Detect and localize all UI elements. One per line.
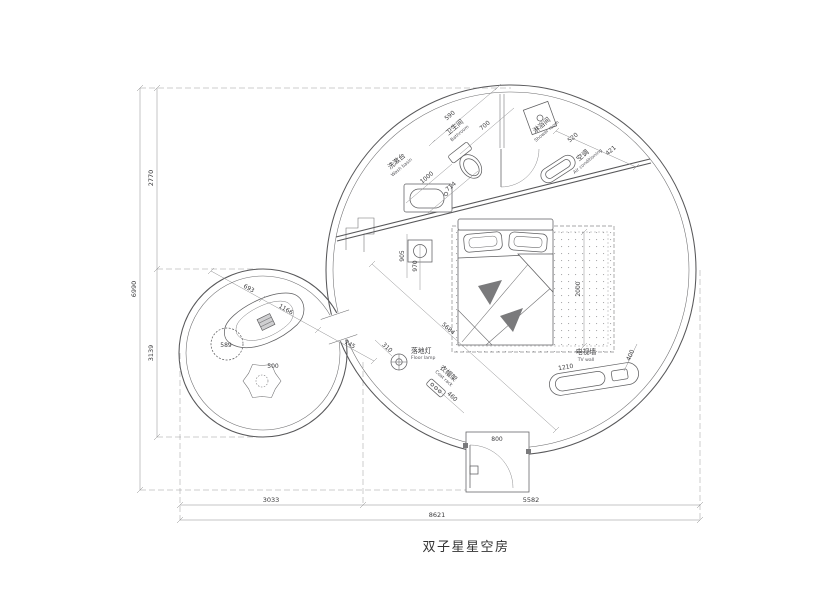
dim-1210: 1210 bbox=[558, 363, 574, 372]
bathtub bbox=[224, 292, 305, 349]
dimension-bottom: 3033 5582 8621 bbox=[176, 496, 704, 524]
label-washbasin: 洗漱台 Wash basin bbox=[386, 151, 414, 178]
room-walls bbox=[178, 84, 697, 456]
dim-421: 421 bbox=[604, 144, 617, 157]
dim-3139: 3139 bbox=[147, 345, 155, 362]
pillow bbox=[508, 231, 548, 253]
dim-905: 905 bbox=[399, 250, 406, 262]
plant bbox=[242, 364, 282, 398]
dimension-chains bbox=[207, 83, 640, 434]
air-conditioner bbox=[540, 154, 576, 184]
floor-lamp-cn: 落地灯 bbox=[411, 346, 432, 355]
tv-wall-en: TV wall bbox=[577, 357, 595, 363]
dim-6990: 6990 bbox=[130, 281, 138, 298]
dim-589: 589 bbox=[220, 342, 232, 349]
dim-1000: 1000 bbox=[419, 170, 435, 185]
shower-partition bbox=[499, 94, 505, 148]
shower-tray bbox=[522, 100, 558, 136]
tv-bench bbox=[549, 362, 639, 396]
dimension-left: 2770 3139 6990 bbox=[130, 84, 161, 494]
passage-opening bbox=[319, 308, 359, 346]
floor-lamp-en: Floor lamp bbox=[411, 355, 435, 361]
pillow bbox=[463, 231, 503, 253]
door-swing bbox=[469, 444, 514, 489]
extension-lines bbox=[140, 87, 701, 520]
dim-3033: 3033 bbox=[263, 496, 280, 504]
dim-8621: 8621 bbox=[429, 511, 446, 519]
washbasin-counter bbox=[403, 183, 453, 213]
dim-714: 714 bbox=[444, 180, 457, 193]
entrance bbox=[463, 431, 531, 493]
drawing-title: 双子星星空房 bbox=[422, 539, 509, 555]
floor-lamp bbox=[390, 353, 408, 371]
tv-wall-cn: 电视墙 bbox=[576, 347, 597, 356]
dim-745: 745 bbox=[343, 339, 357, 351]
dim-5582: 5582 bbox=[523, 496, 540, 504]
dim-310: 310 bbox=[380, 341, 393, 354]
label-tv-wall: 电视墙 TV wall bbox=[576, 347, 597, 363]
dim-460: 460 bbox=[445, 390, 458, 403]
bed-cushion bbox=[500, 308, 523, 332]
dim-500: 500 bbox=[267, 363, 279, 370]
bed-cushion bbox=[478, 280, 502, 305]
dim-400: 400 bbox=[625, 349, 636, 363]
bathroom-wall bbox=[335, 158, 652, 242]
dim-590: 590 bbox=[443, 109, 456, 122]
dim-693: 693 bbox=[242, 283, 256, 295]
toilet bbox=[448, 142, 483, 179]
dim-2000: 2000 bbox=[575, 281, 582, 296]
dim-800: 800 bbox=[491, 436, 503, 443]
shower-door bbox=[500, 148, 540, 188]
label-floor-lamp: 落地灯 Floor lamp bbox=[411, 346, 435, 361]
passage-walls bbox=[320, 309, 358, 345]
dim-2770: 2770 bbox=[147, 170, 155, 187]
stool bbox=[210, 327, 244, 361]
bed bbox=[457, 218, 554, 346]
dim-520: 520 bbox=[566, 131, 579, 144]
dim-700: 700 bbox=[478, 119, 491, 132]
dim-970: 970 bbox=[412, 260, 419, 272]
